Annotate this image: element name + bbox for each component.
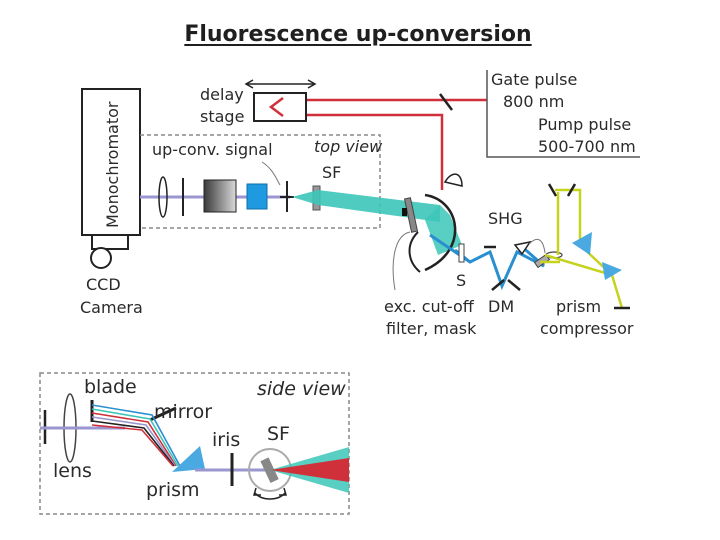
iris-label: iris <box>212 429 240 451</box>
monochromator-label: Monochromator <box>103 101 122 228</box>
filter-block-icon <box>203 179 237 213</box>
compressor-prism-1-icon <box>572 232 592 255</box>
delay-stage-box <box>253 92 307 122</box>
mirror-label: mirror <box>154 401 212 423</box>
mask-icon <box>402 208 407 216</box>
iris-icon <box>280 181 294 212</box>
compressor-mirror-2-icon <box>566 183 577 197</box>
blade-label: blade <box>84 376 137 398</box>
focusing-mirror-icon <box>443 173 463 187</box>
side-ray-fan <box>91 404 181 467</box>
shg-pointer <box>528 238 546 254</box>
side-rotation-arrowhead-right-icon <box>279 487 287 496</box>
sf-side-label: SF <box>267 423 290 445</box>
delay-label: delay <box>200 85 244 104</box>
dm-label: DM <box>488 297 514 316</box>
side-view-label: side view <box>257 378 346 400</box>
shg-mirror-icon <box>513 240 532 256</box>
pump-pulse-label: Pump pulse <box>538 115 631 134</box>
dm-mirror-1-icon <box>491 279 505 291</box>
s-element-icon <box>458 243 465 263</box>
parabolic-mirror-2-icon <box>408 231 421 273</box>
compressor-prism-2-icon <box>602 262 622 280</box>
ccd-label: CCD <box>86 275 121 294</box>
side-rotation-arrow-icon <box>254 492 286 500</box>
retroreflector-icon <box>268 97 284 117</box>
sf-label-top: SF <box>322 163 341 182</box>
upconv-signal-label: up-conv. signal <box>152 140 273 159</box>
top-view-box <box>140 134 381 229</box>
prism-side-label: prism <box>146 479 200 501</box>
delay-arrow-left-icon <box>244 79 254 89</box>
filter-label-2: filter, mask <box>386 319 477 338</box>
compressor-label: compressor <box>540 319 634 338</box>
side-prism-icon <box>172 446 205 472</box>
gate-wavelength-label: 800 nm <box>503 92 564 111</box>
filter-label-1: exc. cut-off <box>384 297 475 316</box>
upconv-pointer <box>261 161 281 186</box>
camera-label: Camera <box>80 298 143 317</box>
filter-pointer <box>392 231 411 291</box>
top-view-label: top view <box>314 137 383 156</box>
dm-mirror-2-icon <box>507 279 521 291</box>
stage-label-2: stage <box>200 107 244 126</box>
ccd-camera-icon <box>90 234 129 269</box>
shg-label: SHG <box>488 209 523 228</box>
blue-filter-icon <box>246 183 268 210</box>
s-label: S <box>456 271 466 290</box>
lens-icon <box>158 176 168 218</box>
lens-label: lens <box>53 460 92 482</box>
side-red-output-beam <box>270 458 349 482</box>
gate-mirror-icon <box>439 93 453 111</box>
side-view-box <box>39 372 350 515</box>
pump-wavelength-label: 500-700 nm <box>538 137 636 156</box>
parabolic-mirror-icon <box>424 193 457 272</box>
page-title: Fluorescence up-conversion <box>184 22 532 47</box>
delay-arrow-right-icon <box>307 79 317 89</box>
cutoff-filter-icon <box>403 197 419 233</box>
prism-label: prism <box>556 297 601 316</box>
laser-source-bracket <box>486 70 640 158</box>
compressor-mirror-1-icon <box>547 183 558 197</box>
monochromator-box <box>81 88 141 236</box>
side-rotation-arrowhead-left-icon <box>253 487 261 496</box>
side-sf-crystal-icon <box>260 457 279 483</box>
gate-pulse-label: Gate pulse <box>491 70 577 89</box>
